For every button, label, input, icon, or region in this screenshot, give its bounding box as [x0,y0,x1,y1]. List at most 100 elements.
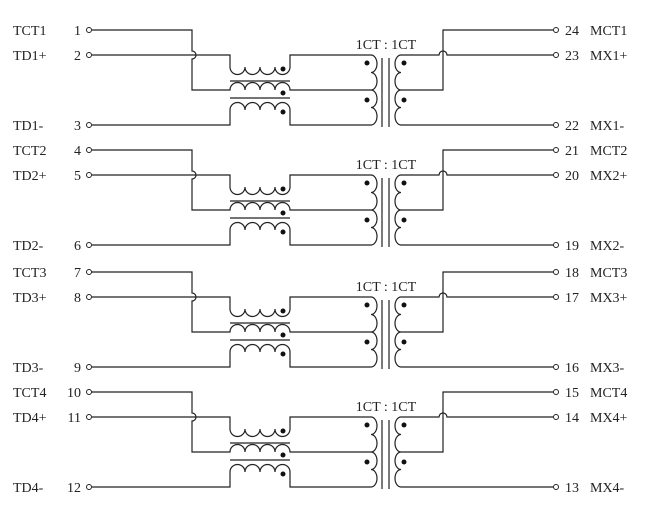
pin-number-label: 7 [74,266,81,281]
pin-name-label: TD3- [13,361,44,376]
secondary-winding [394,54,402,126]
pin-number-label: 21 [565,144,579,159]
turns-ratio-label: 1CT : 1CT [356,38,417,53]
pin-terminal [86,414,92,420]
pin-number-label: 3 [74,119,81,134]
pin-name-label: TD2+ [13,169,47,184]
pin-terminal [553,484,559,490]
primary-winding [370,54,378,126]
pin-terminal [86,172,92,178]
primary-winding [370,296,378,368]
pin-number-label: 22 [565,119,579,134]
polarity-dot [401,302,407,308]
polarity-dot [280,109,286,115]
pin-name-label: TCT2 [13,144,46,159]
polarity-dot [364,339,370,345]
pin-number-label: 8 [74,291,81,306]
polarity-dot [280,229,286,235]
pin-name-label: MX4+ [590,411,628,426]
pin-terminal [553,147,559,153]
polarity-dot [280,210,286,216]
mct-wire [401,29,553,91]
td-plus-wire [92,296,371,318]
pin-number-label: 2 [74,49,81,64]
turns-ratio-label: 1CT : 1CT [356,280,417,295]
center-tap-wire [92,149,371,211]
pin-name-label: TCT3 [13,266,46,281]
pin-number-label: 18 [565,266,579,281]
pin-terminal [553,269,559,275]
pin-number-label: 11 [68,411,81,426]
polarity-dot [364,97,370,103]
pin-number-label: 12 [67,481,81,496]
polarity-dot [364,422,370,428]
mx-plus-wire [401,292,553,298]
pin-number-label: 14 [565,411,579,426]
pin-name-label: TD3+ [13,291,47,306]
polarity-dot [364,459,370,465]
pin-terminal [86,389,92,395]
polarity-dot [364,302,370,308]
polarity-dot [280,351,286,357]
pin-number-label: 24 [565,24,579,39]
polarity-dot [280,471,286,477]
mx-plus-wire [401,50,553,56]
polarity-dot [280,90,286,96]
polarity-dot [364,217,370,223]
polarity-dot [280,428,286,434]
pin-name-label: TD1+ [13,49,47,64]
polarity-dot [280,66,286,72]
pin-terminal [553,364,559,370]
pin-terminal [86,294,92,300]
pin-name-label: MX2- [590,239,625,254]
center-tap-wire [92,391,371,453]
pin-number-label: 6 [74,239,81,254]
polarity-dot [401,60,407,66]
polarity-dot [401,339,407,345]
mct-wire [401,391,553,453]
polarity-dot [280,308,286,314]
pin-name-label: MX1+ [590,49,628,64]
pin-name-label: MCT4 [590,386,627,401]
pin-terminal [86,122,92,128]
pin-name-label: TCT1 [13,24,46,39]
mct-wire [401,149,553,211]
pin-name-label: TD2- [13,239,44,254]
pin-name-label: TCT4 [13,386,46,401]
pin-terminal [86,242,92,248]
pin-number-label: 23 [565,49,579,64]
td-minus-wire [92,463,371,488]
pin-terminal [86,269,92,275]
mx-plus-wire [401,170,553,176]
pin-terminal [86,52,92,58]
secondary-winding [394,296,402,368]
pin-terminal [553,172,559,178]
pin-name-label: MCT3 [590,266,627,281]
pin-number-label: 1 [74,24,81,39]
pin-terminal [86,147,92,153]
pin-terminal [86,484,92,490]
mx-plus-wire [401,412,553,418]
pin-name-label: MX1- [590,119,625,134]
pin-name-label: MX3- [590,361,625,376]
mct-wire [401,271,553,333]
pin-terminal [553,242,559,248]
polarity-dot [401,217,407,223]
polarity-dot [401,180,407,186]
pin-number-label: 13 [565,481,579,496]
pin-terminal [86,27,92,33]
turns-ratio-label: 1CT : 1CT [356,400,417,415]
polarity-dot [280,452,286,458]
polarity-dot [280,186,286,192]
center-tap-wire [92,29,371,91]
td-plus-wire [92,54,371,76]
polarity-dot [364,60,370,66]
pin-number-label: 16 [565,361,579,376]
primary-winding [370,416,378,488]
pin-number-label: 20 [565,169,579,184]
pin-name-label: TD4+ [13,411,47,426]
